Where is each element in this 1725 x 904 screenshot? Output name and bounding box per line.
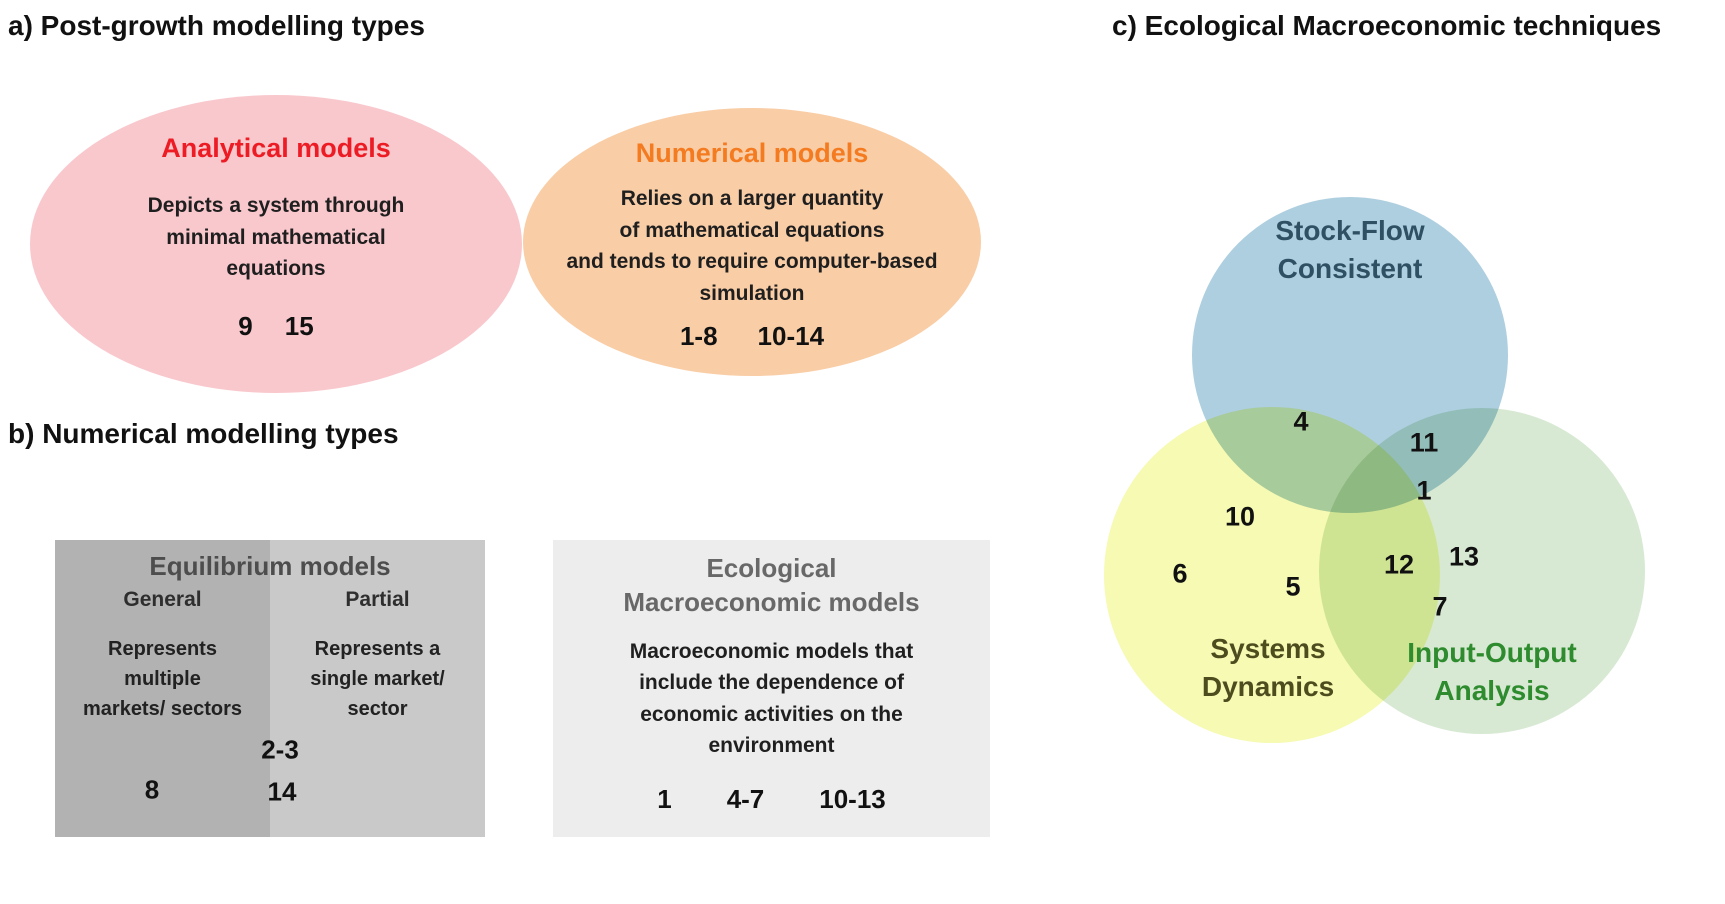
venn-number: 10 [1224,501,1256,532]
analytical-models-numbers: 9 15 [238,311,313,342]
ecological-macroeconomic-numbers: 1 4-7 10-13 [657,784,886,815]
model-number: 1-8 [679,321,718,351]
input-output-analysis-label: Input-Output Analysis [1407,637,1577,706]
venn-number: 4 [1293,406,1309,437]
model-number: 4-7 [726,783,765,814]
model-number: 10-13 [819,783,886,814]
general-label: General [123,588,202,611]
general-description: Represents multiple markets/ sectors [83,638,242,720]
ecological-macroeconomic-description: Macroeconomic models that include the de… [629,639,914,758]
equilibrium-columns: General Represents multiple markets/ sec… [55,588,485,724]
partial-column: Partial Represents a single market/ sect… [270,588,485,724]
partial-description: Represents a single market/ sector [310,638,445,720]
venn-number: 7 [1432,591,1448,622]
venn-number: 11 [1409,427,1439,458]
venn-number: 12 [1383,549,1415,580]
ecological-macroeconomic-title: Ecological Macroeconomic models [623,553,920,617]
model-number: 9 [238,310,253,341]
model-number: 14 [267,776,297,807]
numerical-models-title: Numerical models [635,138,869,168]
model-number: 15 [284,310,314,341]
venn-number: 13 [1448,541,1480,572]
analytical-models-title: Analytical models [161,133,391,163]
panel-a-title: a) Post-growth modelling types [8,10,425,41]
stock-flow-consistent-label: Stock-Flow Consistent [1275,215,1425,284]
panel-c-title: c) Ecological Macroeconomic techniques [1112,10,1662,41]
analytical-models-ellipse: Analytical models Depicts a system throu… [30,95,522,393]
numerical-models-numbers: 1-8 10-14 [680,321,824,352]
model-number: 2-3 [261,734,299,765]
ecological-macroeconomic-box: Ecological Macroeconomic models Macroeco… [553,540,990,837]
venn-number: 5 [1285,571,1301,602]
input-output-analysis-circle [1319,408,1645,734]
model-number: 8 [144,774,160,805]
panel-b-title: b) Numerical modelling types [8,418,399,449]
model-number: 1 [657,783,672,814]
general-column: General Represents multiple markets/ sec… [55,588,270,724]
systems-dynamics-label: Systems Dynamics [1201,633,1335,702]
venn-number: 1 [1416,475,1432,506]
equilibrium-models-title: Equilibrium models [149,551,391,581]
numerical-models-description: Relies on a larger quantity of mathemati… [566,187,938,305]
venn-number: 6 [1172,558,1188,589]
partial-label: Partial [345,588,410,611]
analytical-models-description: Depicts a system through minimal mathema… [147,194,405,280]
equilibrium-models-box: Equilibrium models General Represents mu… [55,540,485,837]
model-number: 10-14 [757,321,825,351]
numerical-models-ellipse: Numerical models Relies on a larger quan… [523,108,981,376]
